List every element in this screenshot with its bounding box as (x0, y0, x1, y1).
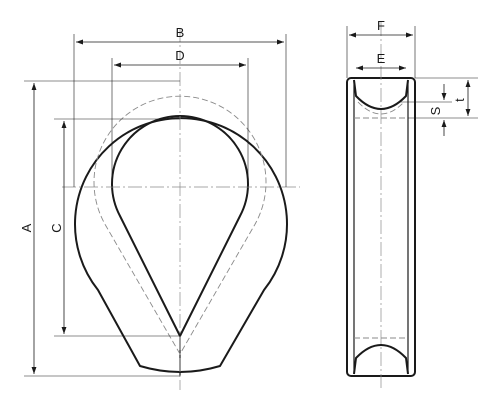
dimension-t: t (408, 77, 478, 119)
dimension-F: F (346, 18, 416, 78)
dimension-label-S: S (428, 106, 443, 115)
dimension-C: C (49, 118, 180, 337)
dimension-label-F: F (377, 18, 385, 33)
dimension-label-t: t (452, 98, 467, 102)
dimension-E: E (356, 51, 406, 71)
front-outer-contour (74, 117, 288, 373)
dimension-label-D: D (175, 48, 184, 63)
dimension-label-E: E (377, 51, 386, 66)
dimension-B: B (73, 25, 287, 187)
dimension-label-C: C (49, 223, 64, 232)
dimension-D: D (111, 48, 249, 187)
dimension-label-B: B (176, 25, 185, 40)
dimension-S: S (400, 84, 452, 136)
side-top-hidden-groove (357, 101, 405, 115)
dimension-label-A: A (19, 223, 34, 232)
dimension-A: A (19, 80, 180, 377)
side-view (346, 22, 416, 390)
